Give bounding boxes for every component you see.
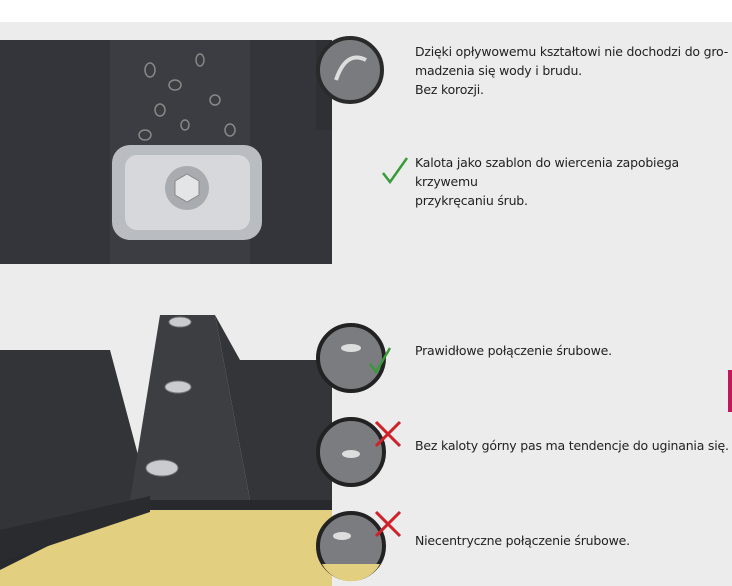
detail-circle-shape — [316, 36, 384, 104]
no-cap-detail-circle — [316, 417, 402, 487]
sandwich-panel-image — [0, 315, 332, 586]
text-line: Dzięki opływowemu kształtowi nie dochodz… — [415, 44, 729, 59]
feature-text-shape: Dzięki opływowemu kształtowi nie dochodz… — [415, 42, 728, 99]
eccentric-detail-circle — [316, 510, 402, 582]
comparison-text-eccentric: Niecentryczne połączenie śrubowe. — [415, 533, 630, 548]
correct-detail-circle — [316, 323, 392, 393]
accent-bar — [728, 370, 732, 412]
top-strip — [0, 0, 732, 22]
text-line: madzenia się wody i brudu. — [415, 63, 582, 78]
cross-icon — [374, 510, 402, 538]
check-icon — [369, 347, 392, 375]
comparison-text-correct: Prawidłowe połączenie śrubowe. — [415, 343, 612, 358]
text-line: przykręcaniu śrub. — [415, 193, 528, 208]
text-line: Bez korozji. — [415, 82, 484, 97]
feature-text-drilling: Kalota jako szablon do wiercenia zapobie… — [415, 153, 732, 210]
check-icon — [382, 157, 409, 185]
comparison-text-no-cap: Bez kaloty górny pas ma tendencje do ugi… — [415, 438, 729, 453]
cross-icon — [374, 420, 402, 448]
cap-closeup-image — [0, 40, 332, 264]
text-line: Kalota jako szablon do wiercenia zapobie… — [415, 155, 680, 189]
